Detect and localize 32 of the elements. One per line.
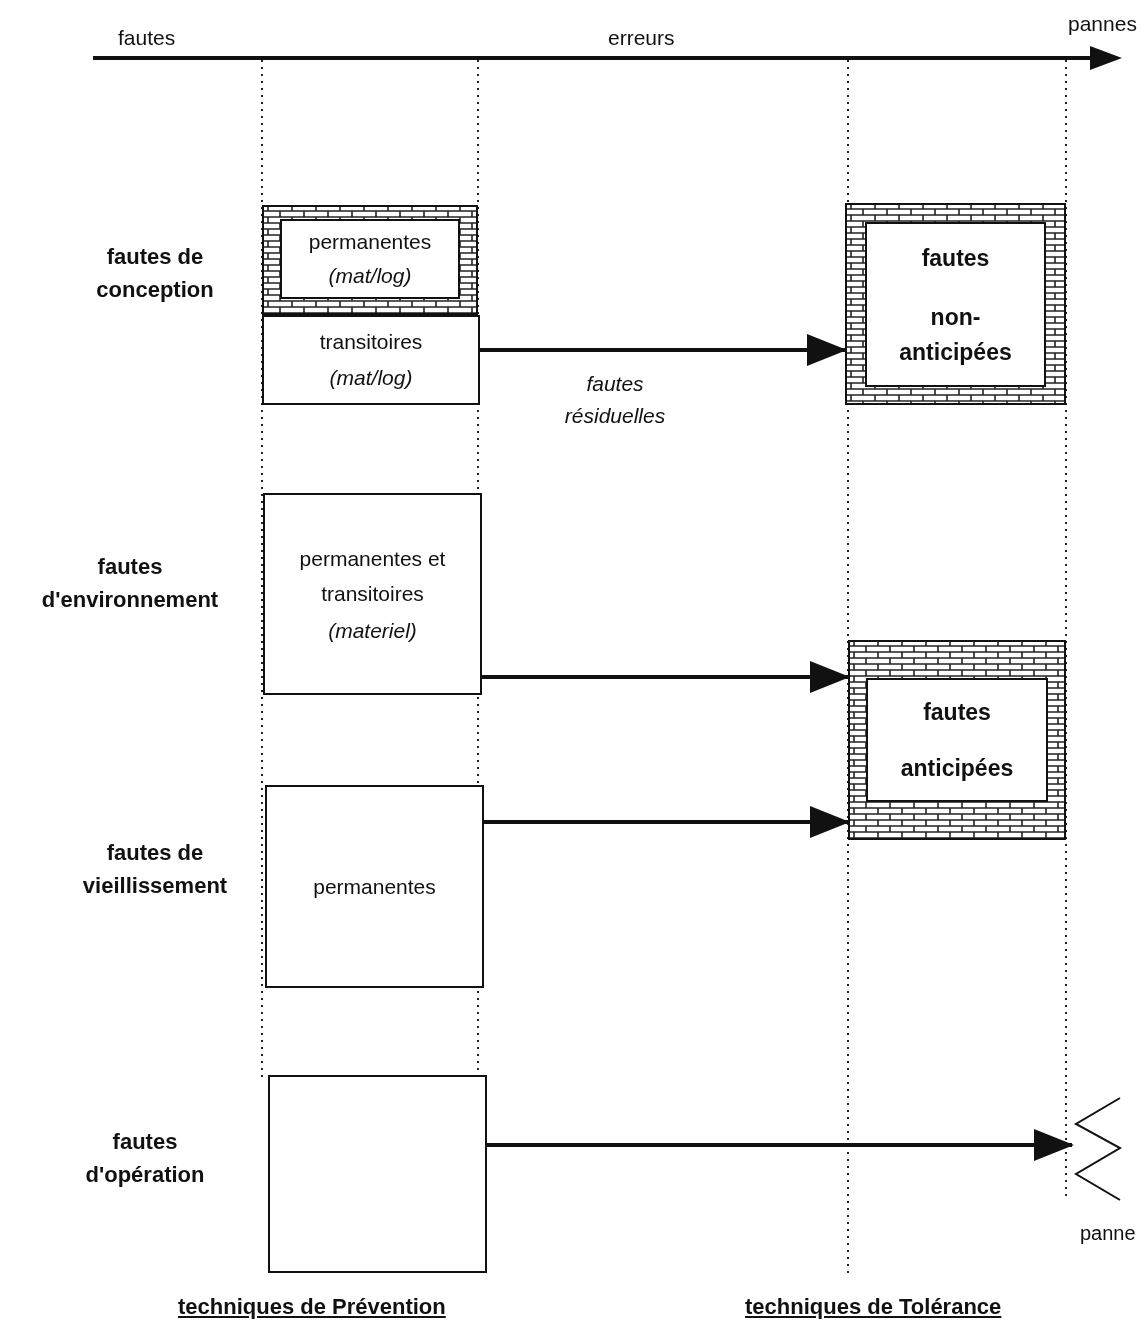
axis-label: erreurs	[608, 25, 675, 51]
row-label: fautes de conception	[95, 243, 215, 304]
text-box	[263, 493, 482, 695]
text-box	[265, 785, 484, 988]
text-box	[262, 315, 480, 405]
row-label: fautes de vieillissement	[81, 839, 229, 900]
section-heading: techniques de Tolérance	[745, 1293, 1002, 1321]
node-text: (materiel)	[328, 617, 417, 644]
node-text: transitoires	[319, 329, 423, 356]
arrow	[480, 334, 847, 366]
node-caption: panne	[1080, 1222, 1136, 1245]
node-text: anticipées	[900, 753, 1014, 783]
node-text: permanentes	[313, 873, 436, 900]
node-text: (mat/log)	[329, 365, 413, 391]
axis-label: fautes	[118, 25, 176, 51]
node-text: fautes	[921, 243, 990, 273]
node-text: fautes	[923, 697, 991, 727]
arrow	[487, 1129, 1074, 1161]
empty-box	[268, 1075, 487, 1273]
brick-frame-box	[262, 205, 478, 315]
axis-label: pannes	[1068, 11, 1137, 37]
row-label: fautes d'opération	[84, 1128, 206, 1189]
arrow	[482, 661, 850, 693]
section-heading: techniques de Prévention	[178, 1293, 446, 1321]
brick-frame-box	[848, 640, 1066, 840]
node-text: permanentes et transitoires	[298, 545, 447, 608]
node-text: permanentes	[308, 229, 432, 256]
node-text: (mat/log)	[328, 263, 412, 290]
row-label: fautes d'environnement	[40, 553, 220, 614]
node-text: non- anticipées	[898, 303, 1013, 367]
arrow	[484, 806, 850, 838]
brick-frame-box	[845, 203, 1066, 405]
